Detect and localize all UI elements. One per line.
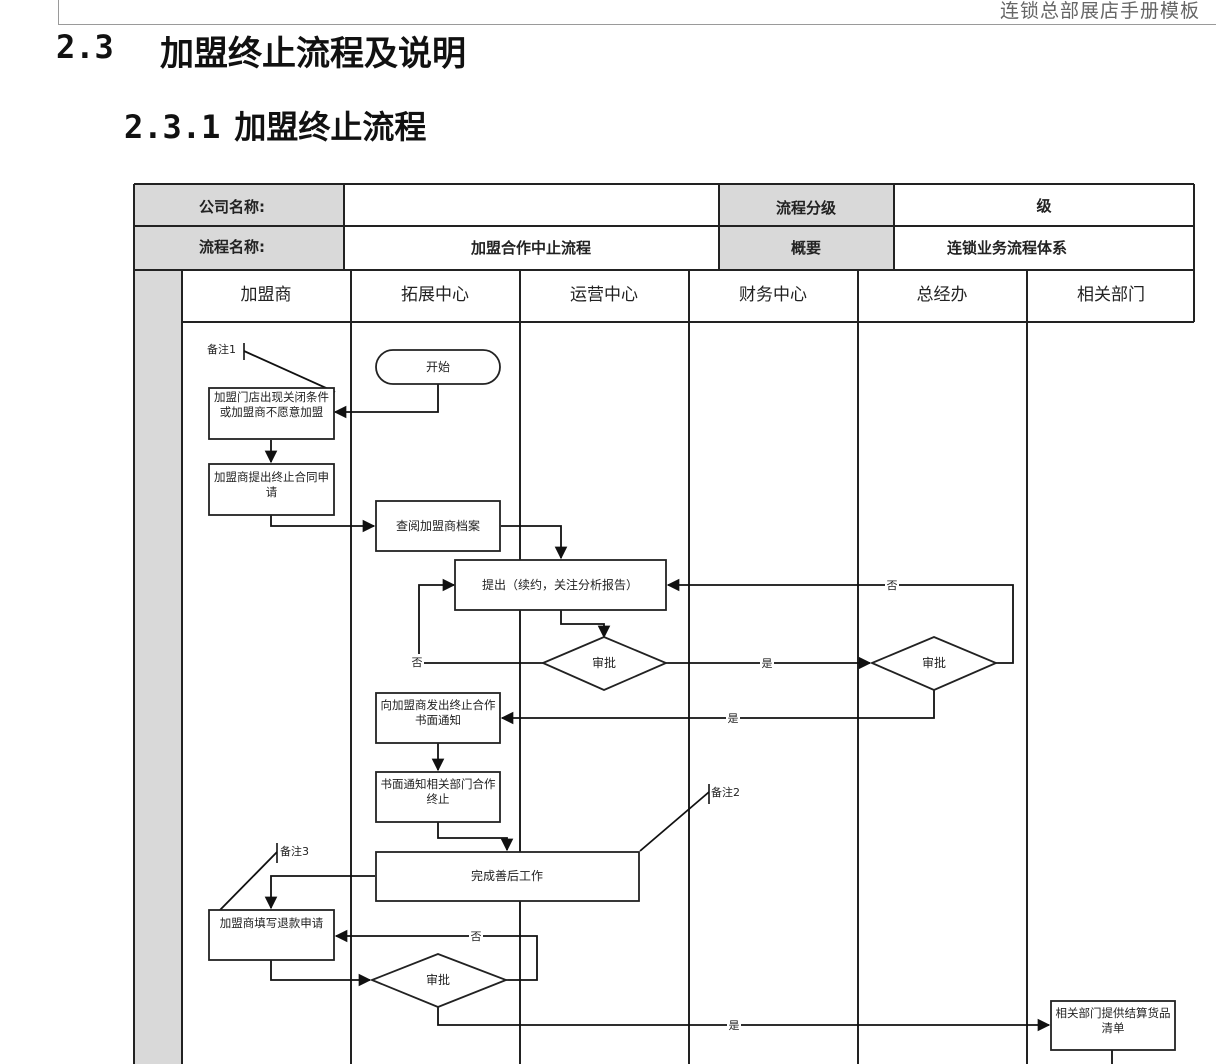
lane-grid — [181, 270, 1194, 1064]
process-value: 加盟合作中止流程 — [470, 239, 591, 257]
node-start: 开始 — [375, 349, 501, 385]
node-review1-label: 审批 — [592, 655, 616, 670]
header-gray-left — [134, 185, 344, 270]
node-close-reason-label: 加盟门店出现关闭条件或加盟商不愿意加盟 — [214, 390, 329, 419]
note-3: 备注3 — [280, 844, 309, 858]
company-label: 公司名称: — [199, 198, 265, 216]
node-notify: 向加盟商发出终止合作书面通知 — [375, 692, 501, 744]
node-review1-decision: 审批 — [540, 636, 669, 691]
node-notify-label: 向加盟商发出终止合作书面通知 — [380, 698, 496, 727]
node-close-reason: 加盟门店出现关闭条件或加盟商不愿意加盟 — [208, 387, 335, 440]
level-label: 流程分级 — [776, 199, 837, 217]
lane-header-franchisee: 加盟商 — [241, 285, 292, 305]
node-dept-list-label: 相关部门提供结算货品清单 — [1055, 1006, 1171, 1035]
header-table-grid — [133, 183, 1195, 1064]
note-1: 备注1 — [207, 342, 236, 356]
header-rule — [58, 24, 1216, 25]
note-brackets — [243, 343, 710, 863]
node-propose-label: 提出（续约，关注分析报告） — [482, 577, 638, 592]
edge-no-2: 否 — [887, 579, 898, 592]
node-review-file: 查阅加盟商档案 — [375, 500, 501, 552]
edge-labels: 否 是 否 是 否 是 — [410, 578, 899, 1032]
summary-value: 连锁业务流程体系 — [947, 239, 1067, 257]
node-review2-label: 审批 — [922, 655, 946, 670]
note-2: 备注2 — [711, 785, 740, 799]
edge-yes-3: 是 — [729, 1019, 740, 1032]
node-notify-dept: 书面通知相关部门合作终止 — [375, 771, 501, 823]
node-finish-label: 完成善后工作 — [471, 868, 543, 883]
section-title: 加盟终止流程及说明 — [160, 34, 466, 74]
node-finish: 完成善后工作 — [375, 851, 640, 902]
node-apply-label: 加盟商提出终止合同申请 — [214, 470, 329, 499]
subsection-heading: 2.3.1 加盟终止流程 — [124, 102, 426, 148]
edge-no-1: 否 — [412, 656, 423, 669]
node-refund-form: 加盟商填写退款申请 — [208, 909, 335, 961]
left-gray-strip — [134, 270, 182, 1064]
node-refund-form-label: 加盟商填写退款申请 — [219, 916, 324, 930]
node-review2-decision: 审批 — [869, 636, 999, 691]
edge-no-3: 否 — [471, 930, 482, 943]
connectors — [219, 350, 1113, 1064]
running-header: 连锁总部展店手册模板 — [999, 0, 1200, 22]
section-number: 2.3 — [56, 28, 114, 66]
lane-header-related-dept: 相关部门 — [1077, 285, 1145, 305]
header-gray-mid — [719, 185, 894, 270]
node-apply: 加盟商提出终止合同申请 — [208, 463, 335, 516]
node-review3-label: 审批 — [426, 972, 450, 987]
node-review-file-label: 查阅加盟商档案 — [396, 518, 480, 533]
node-dept-list: 相关部门提供结算货品清单 — [1050, 1000, 1176, 1051]
header-left-tick — [58, 0, 59, 24]
node-propose: 提出（续约，关注分析报告） — [454, 559, 667, 611]
node-notify-dept-label: 书面通知相关部门合作终止 — [380, 777, 496, 806]
lane-header-expansion: 拓展中心 — [401, 285, 469, 305]
edge-yes-2: 是 — [728, 712, 739, 725]
subsection-title: 加盟终止流程 — [234, 108, 427, 146]
lane-header-finance: 财务中心 — [739, 285, 807, 305]
lane-header-gm-office: 总经办 — [917, 285, 968, 305]
edge-yes-1: 是 — [762, 657, 773, 670]
summary-label: 概要 — [791, 239, 821, 257]
subsection-number: 2.3.1 — [124, 108, 221, 146]
process-label: 流程名称: — [199, 238, 265, 256]
node-start-label: 开始 — [426, 360, 450, 374]
level-value: 级 — [1036, 197, 1052, 215]
lane-header-operations: 运营中心 — [570, 285, 638, 305]
node-review3-decision: 审批 — [369, 953, 509, 1008]
